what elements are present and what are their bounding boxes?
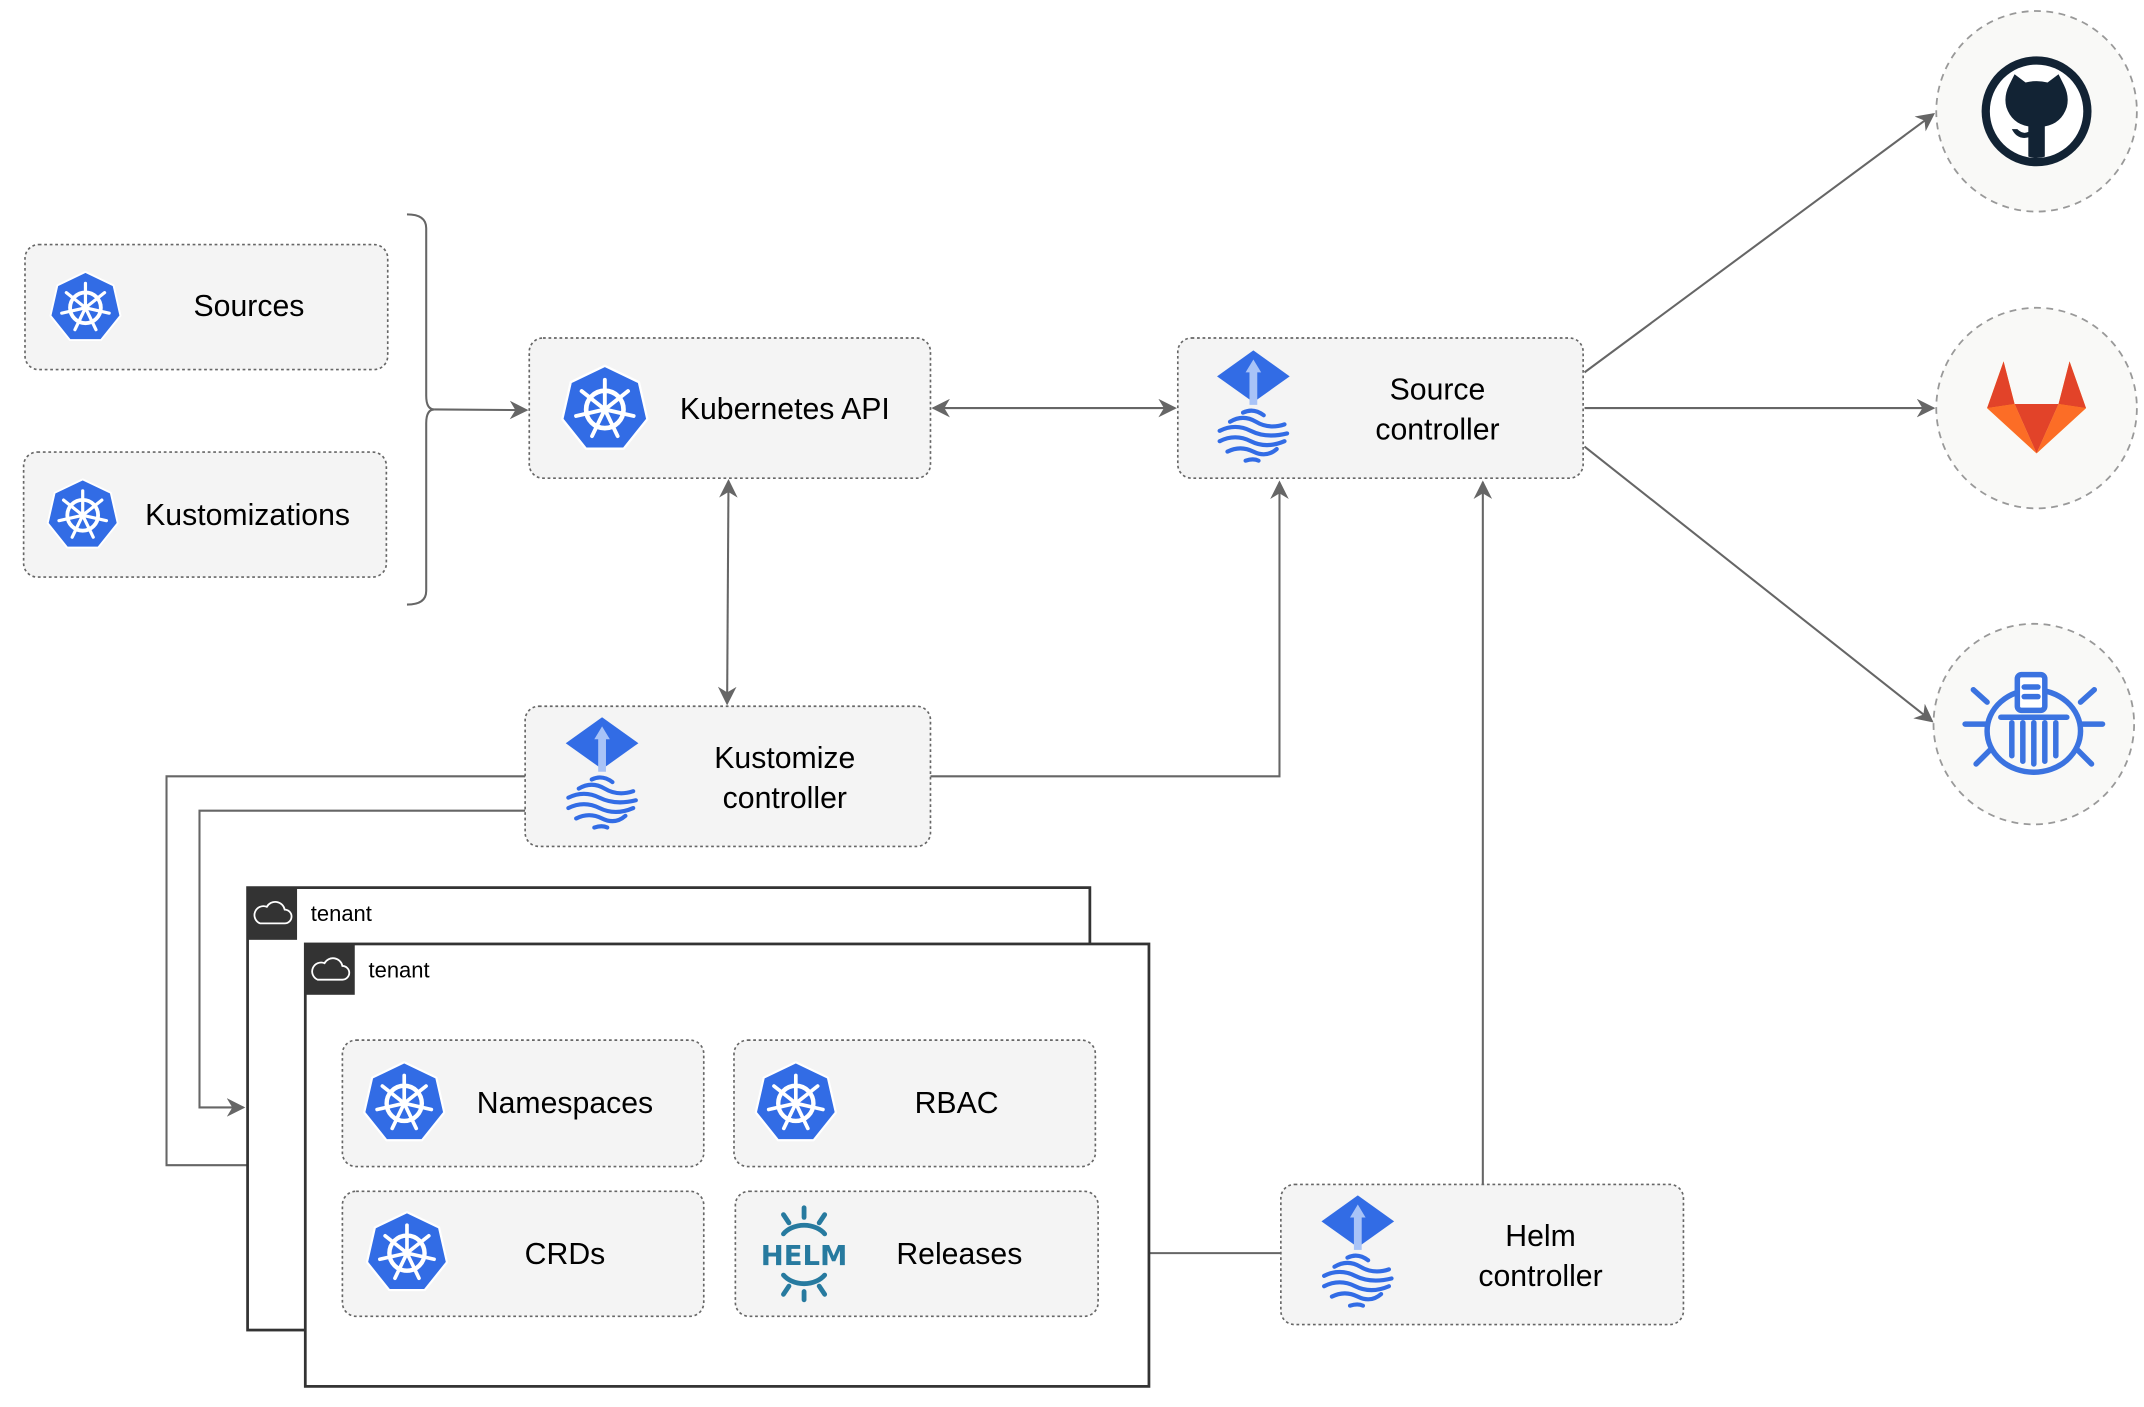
edge-source-to-github bbox=[1583, 112, 1936, 374]
node-releases[interactable]: HELM Releases bbox=[734, 1190, 1099, 1318]
bucket-source[interactable] bbox=[1932, 622, 2136, 826]
bucket-icon bbox=[1962, 671, 2106, 775]
node-label: Namespaces bbox=[477, 1087, 653, 1120]
brace bbox=[406, 213, 435, 606]
node-kustomize-controller[interactable]: Kustomize controller bbox=[524, 705, 932, 848]
edge-brace-to-api bbox=[434, 400, 529, 420]
node-label: Kubernetes API bbox=[680, 393, 890, 426]
node-helm-controller[interactable]: Helm controller bbox=[1280, 1183, 1685, 1326]
node-label-line-2: controller bbox=[723, 782, 847, 815]
node-sources[interactable]: Sources bbox=[24, 243, 389, 371]
node-label-line-1: Helm bbox=[1505, 1220, 1576, 1253]
tenant-label: tenant bbox=[311, 901, 372, 926]
edge-api-kustomize-controller bbox=[717, 479, 738, 706]
github-source[interactable] bbox=[1935, 10, 2138, 213]
node-label-line-2: controller bbox=[1478, 1260, 1602, 1293]
gitlab-source[interactable] bbox=[1935, 306, 2138, 510]
cloud-icon bbox=[253, 901, 293, 925]
node-label: RBAC bbox=[915, 1087, 999, 1120]
edge-source-to-bucket bbox=[1583, 445, 1934, 723]
node-label-line-2: controller bbox=[1375, 414, 1499, 447]
gitlab-icon bbox=[1987, 361, 2087, 454]
helm-logo-text: HELM bbox=[761, 1240, 848, 1272]
node-kubernetes-api[interactable]: Kubernetes API bbox=[528, 337, 932, 479]
node-source-controller[interactable]: Source controller bbox=[1176, 337, 1584, 479]
node-label: Sources bbox=[194, 290, 305, 323]
cloud-icon bbox=[311, 957, 351, 981]
node-rbac[interactable]: RBAC bbox=[733, 1039, 1097, 1168]
node-label: Kustomizations bbox=[145, 499, 350, 532]
node-namespaces[interactable]: Namespaces bbox=[341, 1039, 705, 1168]
edge-kustomize-to-tenant-2 bbox=[165, 775, 526, 1175]
node-label: CRDs bbox=[525, 1238, 606, 1271]
edge-kustomize-to-source bbox=[930, 480, 1289, 778]
github-icon bbox=[1981, 56, 2092, 167]
node-label: Releases bbox=[896, 1238, 1022, 1271]
node-label-line-1: Source bbox=[1390, 374, 1486, 407]
node-kustomizations[interactable]: Kustomizations bbox=[22, 451, 388, 578]
node-label-line-1: Kustomize bbox=[714, 742, 855, 775]
tenant-label: tenant bbox=[369, 958, 430, 983]
edge-kustomize-to-tenant-1 bbox=[198, 809, 526, 1117]
tenant-header-badge bbox=[247, 887, 298, 940]
helm-icon: HELM bbox=[761, 1205, 848, 1303]
node-crds[interactable]: CRDs bbox=[341, 1190, 705, 1318]
tenant-header-badge bbox=[305, 943, 355, 995]
